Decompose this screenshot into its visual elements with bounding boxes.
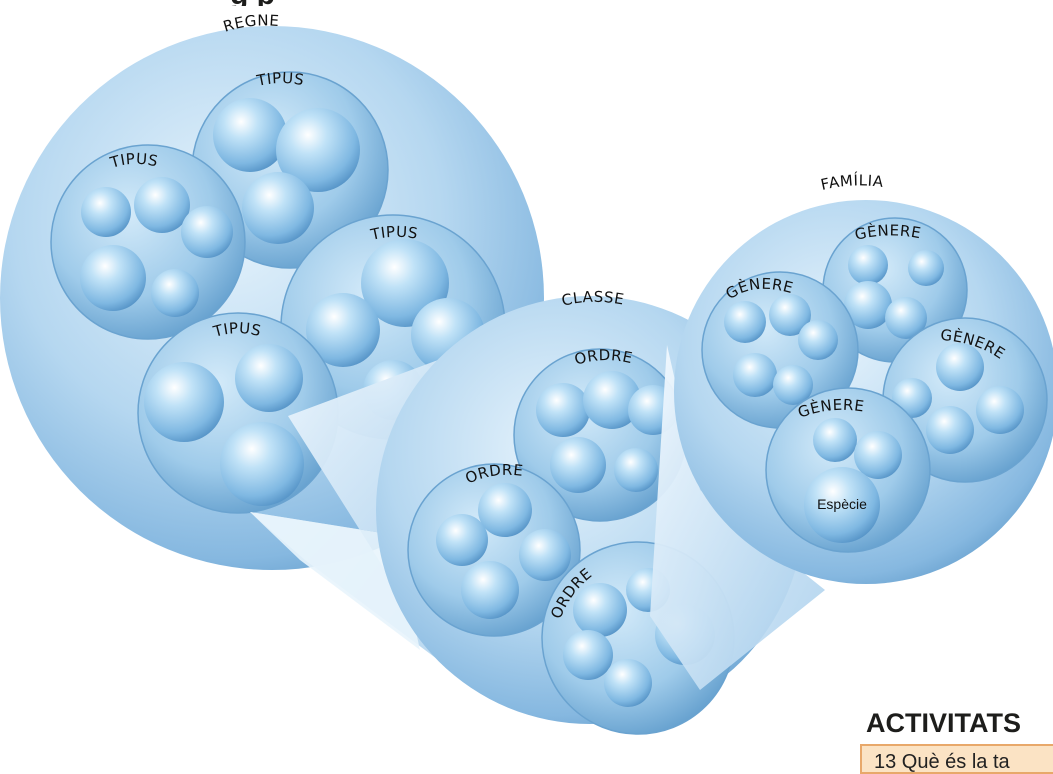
label-familia: FAMÍLIA xyxy=(819,170,885,193)
label-especie: Espècie xyxy=(817,496,867,512)
activity-question-text: 13 Què és la ta xyxy=(874,751,1010,774)
label-tipus-top: TIPUS xyxy=(254,69,305,90)
activity-question-box: 13 Què és la ta xyxy=(860,744,1053,774)
familia-sphere xyxy=(674,200,1053,584)
activities-heading: ACTIVITATS xyxy=(866,708,1021,739)
label-tipus-right: TIPUS xyxy=(368,223,419,244)
